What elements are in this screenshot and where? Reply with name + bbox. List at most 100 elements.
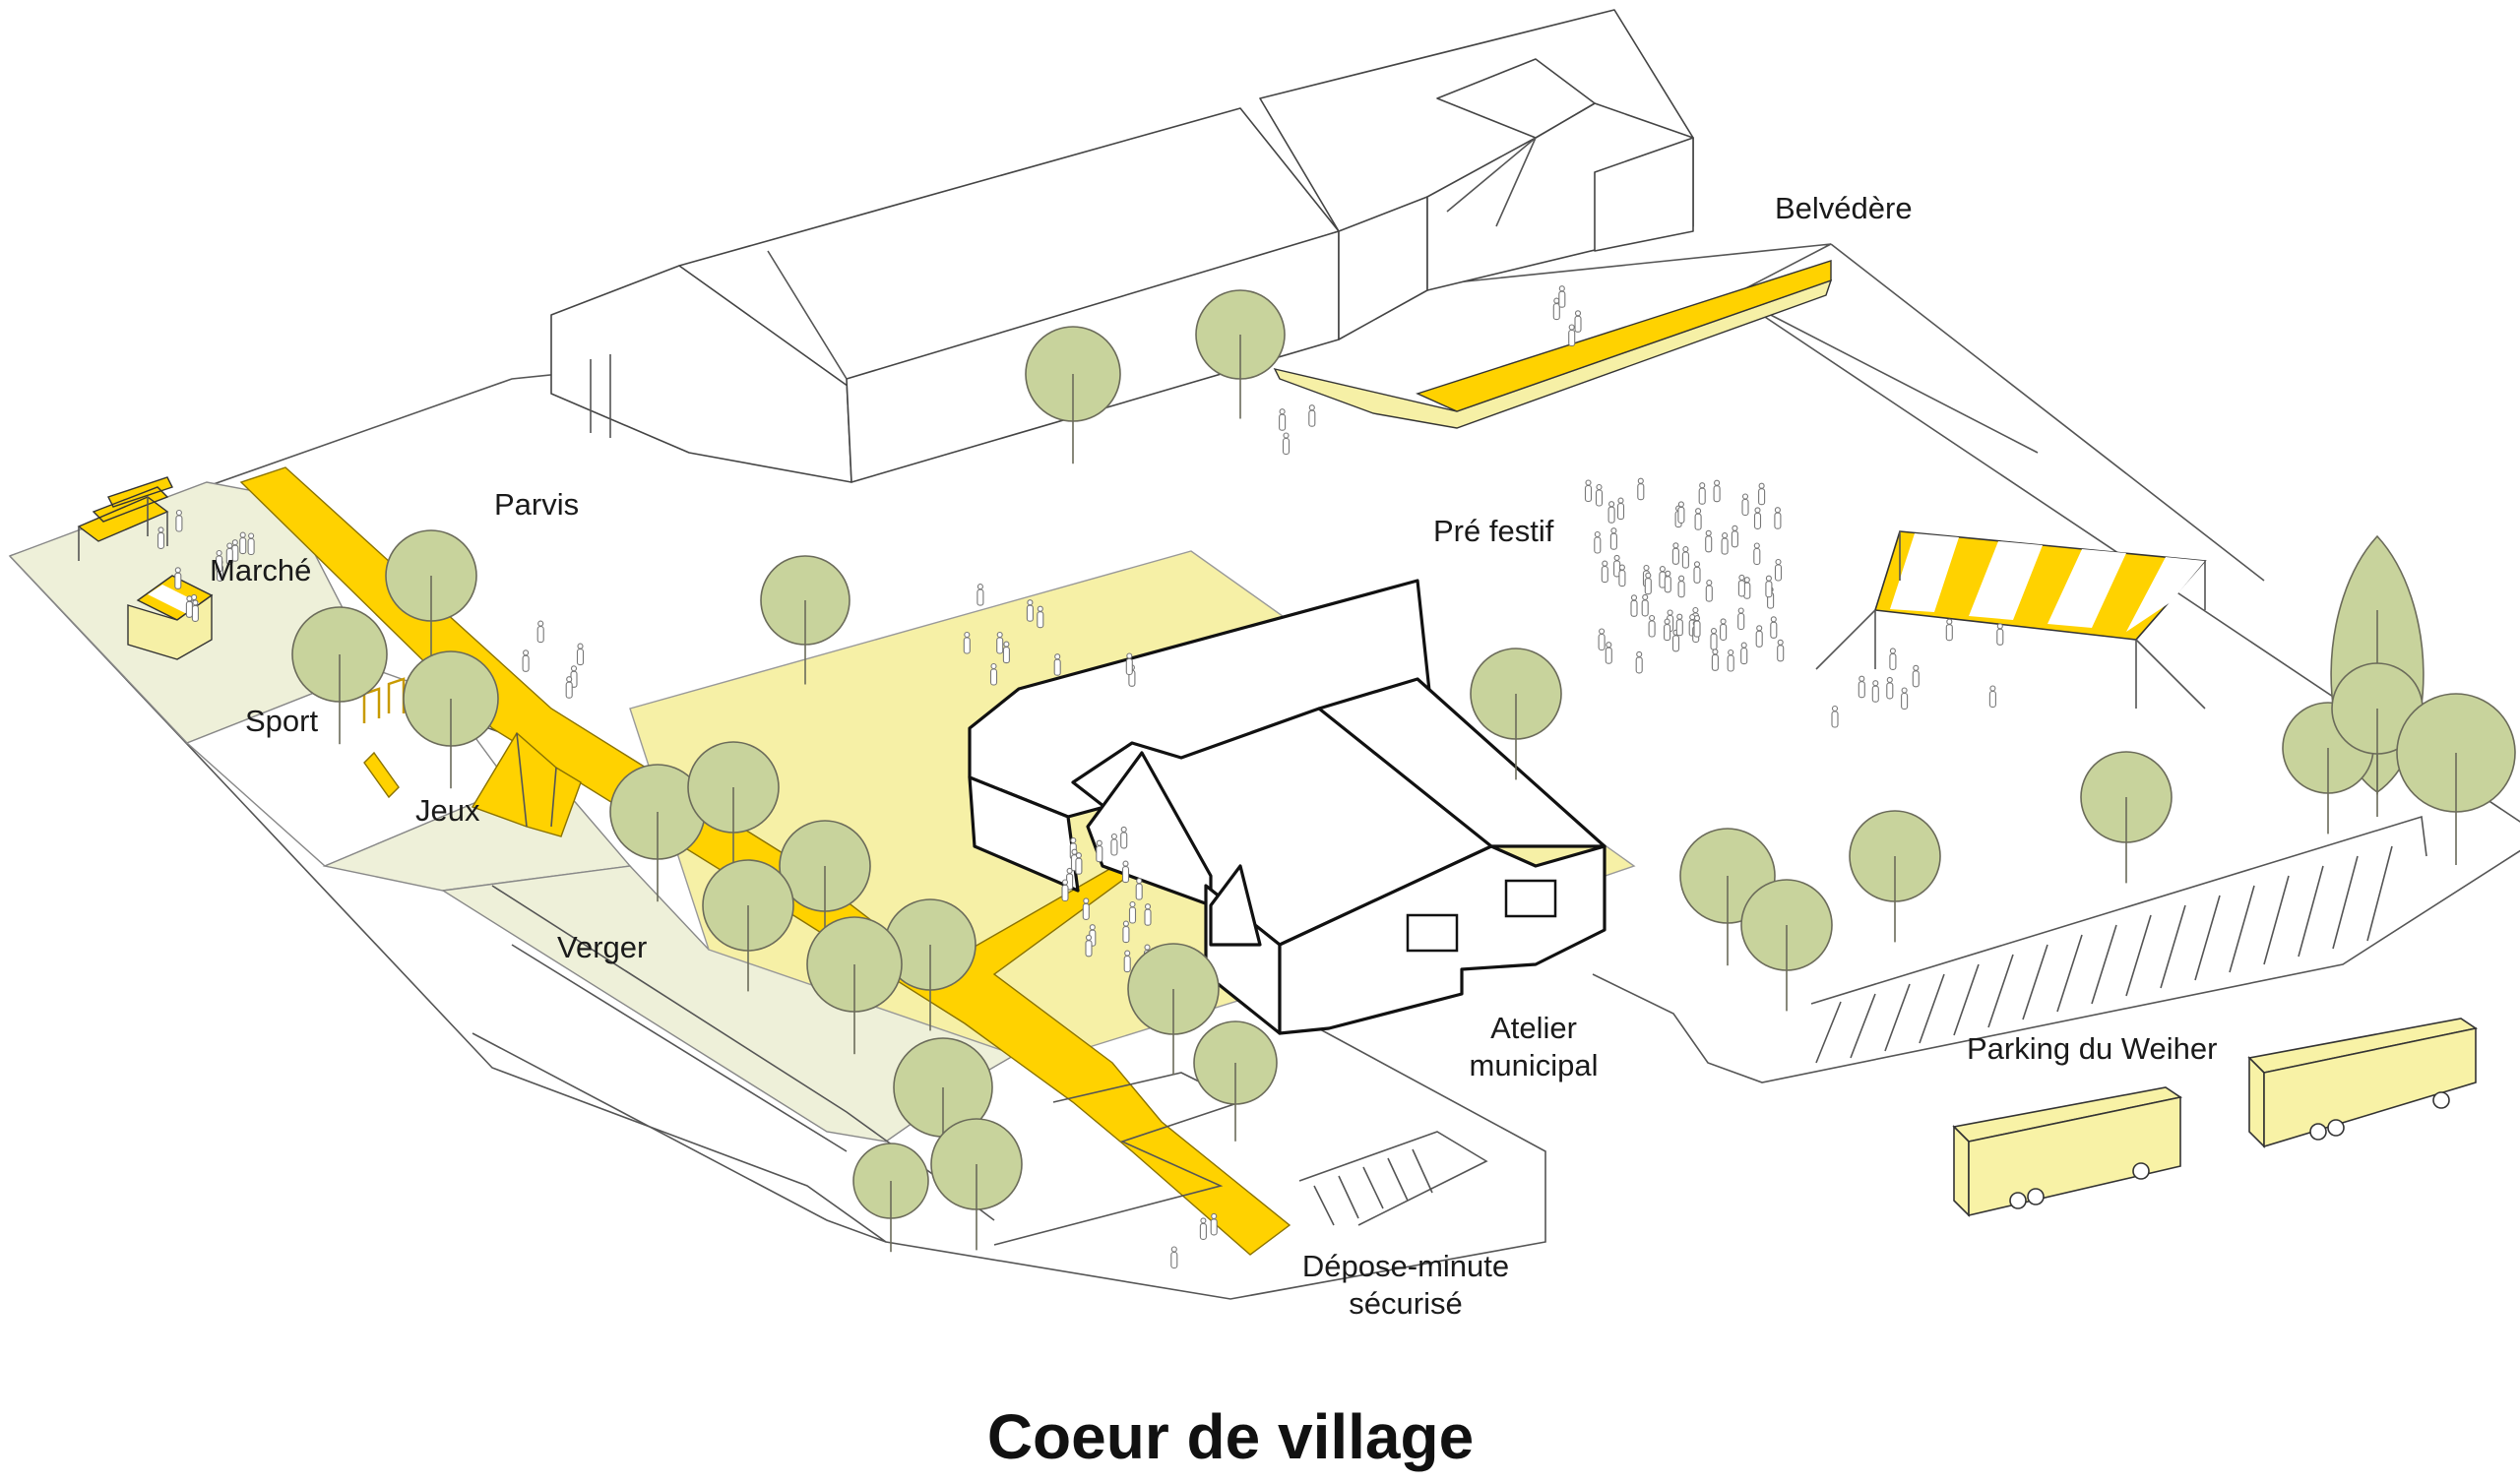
labels: Belvédère Parvis Pré festif Marché Sport… <box>210 191 2217 1472</box>
person-icon <box>1121 860 1130 884</box>
person-icon <box>1694 508 1702 530</box>
tree-icon <box>852 1143 929 1253</box>
person-icon <box>1594 530 1602 554</box>
person-icon <box>1637 477 1645 501</box>
person-icon <box>996 631 1004 654</box>
belvedere-ramp <box>1273 260 1833 429</box>
tree-icon <box>702 859 794 992</box>
person-icon <box>1741 493 1749 517</box>
person-icon <box>1765 575 1773 598</box>
person-icon <box>1721 532 1729 555</box>
label-depose-line1: Dépose-minute <box>1302 1249 1509 1283</box>
person-icon <box>1123 950 1131 973</box>
person-icon <box>1037 605 1044 629</box>
person-icon <box>576 643 585 666</box>
person-icon <box>1607 501 1615 524</box>
person-icon <box>1755 625 1763 648</box>
person-icon <box>216 549 223 573</box>
tree-icon <box>2396 693 2516 865</box>
person-icon <box>1731 525 1738 548</box>
person-icon <box>1996 623 2004 646</box>
person-icon <box>1170 1246 1178 1269</box>
person-icon <box>1831 705 1839 728</box>
tree-icon <box>403 650 499 789</box>
person-icon <box>1584 479 1593 503</box>
person-icon <box>1871 680 1879 703</box>
tree-icon <box>2080 751 2173 884</box>
person-icon <box>1705 580 1713 602</box>
label-sport: Sport <box>245 704 318 738</box>
main-building <box>550 9 1694 483</box>
person-icon <box>522 649 530 672</box>
person-icon <box>1737 574 1745 597</box>
tree-icon <box>1127 943 1220 1076</box>
person-icon <box>1945 618 1953 642</box>
person-icon <box>1770 616 1778 639</box>
person-icon <box>1681 546 1689 569</box>
person-icon <box>1122 920 1130 944</box>
person-icon <box>1125 652 1133 676</box>
label-atelier-line2: municipal <box>1470 1048 1599 1082</box>
person-icon <box>536 620 544 644</box>
person-icon <box>247 532 255 556</box>
label-jeux: Jeux <box>415 793 480 828</box>
person-icon <box>1743 577 1751 599</box>
person-icon <box>157 526 165 549</box>
person-icon <box>1282 432 1291 456</box>
person-icon <box>1912 664 1920 688</box>
person-icon <box>1598 628 1606 651</box>
person-icon <box>1595 483 1604 507</box>
person-icon <box>1664 618 1671 642</box>
person-icon <box>1988 685 1996 709</box>
person-icon <box>1727 649 1734 672</box>
person-icon <box>1675 613 1683 637</box>
label-atelier-line1: Atelier <box>1490 1011 1577 1045</box>
label-depose-line2: sécurisé <box>1349 1286 1462 1321</box>
person-icon <box>1568 324 1576 347</box>
person-icon <box>1144 903 1152 926</box>
person-icon <box>1693 615 1701 638</box>
person-icon <box>1711 649 1719 671</box>
tree-icon <box>385 529 477 662</box>
person-icon <box>1740 642 1748 665</box>
tree-icon <box>1740 879 1833 1012</box>
person-icon <box>185 595 193 618</box>
person-icon <box>1713 479 1721 503</box>
person-icon <box>1601 560 1608 584</box>
bus-left <box>1952 1086 2183 1217</box>
tree-icon <box>884 898 976 1031</box>
person-icon <box>1901 687 1909 711</box>
person-icon <box>1635 650 1643 674</box>
tree-icon <box>1849 810 1941 943</box>
person-icon <box>1558 285 1566 308</box>
tree-icon <box>609 764 706 902</box>
person-icon <box>1720 618 1728 641</box>
person-icon <box>1753 507 1762 529</box>
person-icon <box>1110 833 1118 856</box>
person-icon <box>1710 628 1718 650</box>
person-icon <box>1085 934 1093 958</box>
play-equipment <box>363 731 582 837</box>
tree-icon <box>1193 1020 1278 1142</box>
label-parvis: Parvis <box>494 487 579 522</box>
tree-icon <box>806 916 903 1055</box>
person-icon <box>1753 542 1761 566</box>
person-icon <box>191 599 199 622</box>
tree-icon <box>291 606 388 745</box>
label-marche: Marché <box>210 553 311 587</box>
person-icon <box>1858 675 1865 699</box>
person-icon <box>1053 653 1061 676</box>
tree-icon <box>687 741 780 874</box>
person-icon <box>1671 542 1679 565</box>
person-icon <box>989 662 998 686</box>
tree-icon <box>1470 648 1562 780</box>
yellow-path <box>239 466 1292 1256</box>
person-icon <box>1737 607 1745 631</box>
person-icon <box>963 631 971 654</box>
label-parking: Parking du Weiher <box>1967 1031 2217 1066</box>
person-icon <box>239 531 247 555</box>
person-icon <box>1135 878 1143 900</box>
person-icon <box>1128 900 1137 924</box>
parking-lot <box>1810 815 2427 1064</box>
